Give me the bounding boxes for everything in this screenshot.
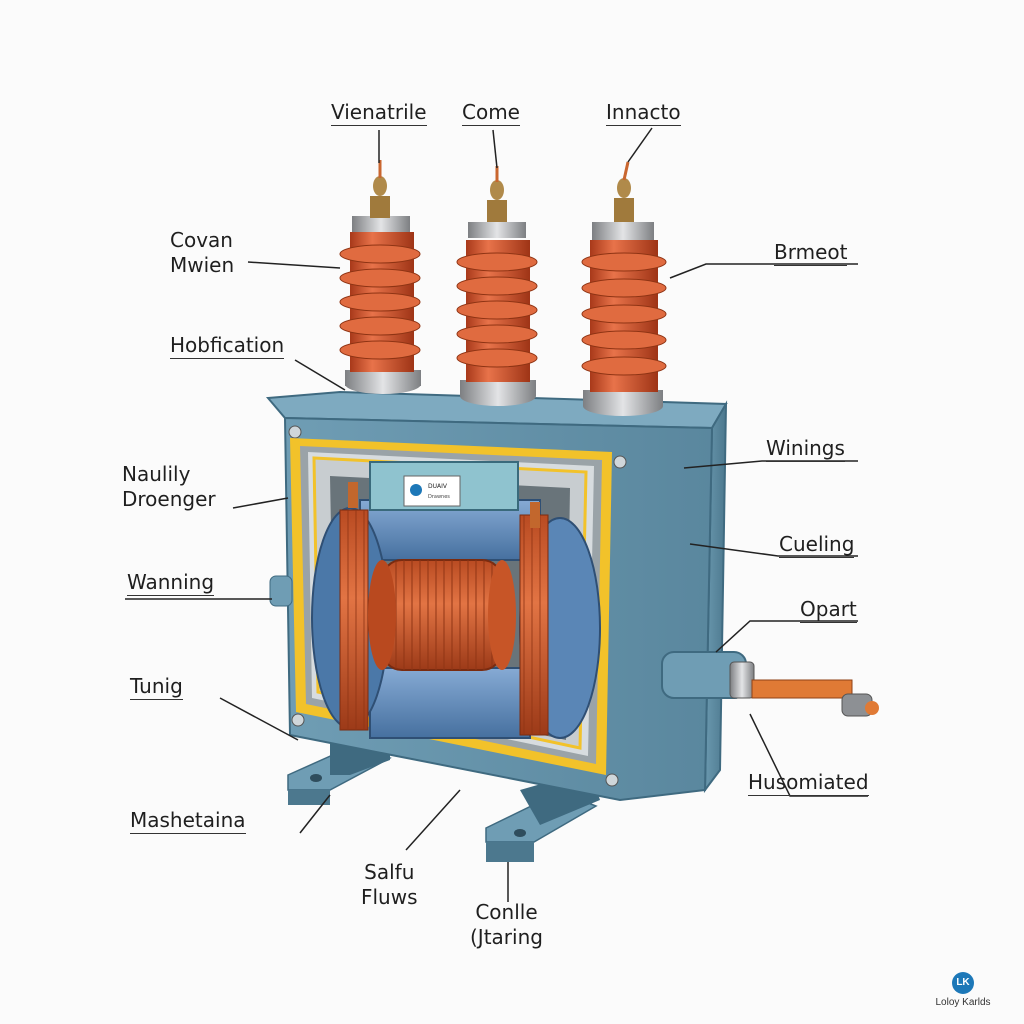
label-cueling: Cueling: [779, 532, 855, 558]
label-naulily-droenger: Naulily Droenger: [122, 462, 234, 512]
nameplate-logo-icon: [410, 484, 422, 496]
label-covan-mwien: Covan Mwien: [170, 228, 234, 278]
bushing-middle: [456, 166, 538, 406]
label-hobfication: Hobfication: [170, 333, 285, 359]
label-winings: Winings: [766, 436, 845, 462]
label-innacto: Innacto: [606, 100, 681, 126]
label-covan-line1: Covan: [170, 228, 233, 252]
logo-circle-icon: LK: [952, 972, 974, 994]
label-conlle-line1: Conlle: [475, 900, 538, 924]
watermark-text: Loloy Karlds: [935, 997, 991, 1008]
label-salfu-line1: Salfu: [364, 860, 415, 884]
bushing-right: [581, 161, 667, 416]
nameplate-line1: DUAIV: [428, 483, 448, 490]
left-port: [269, 575, 293, 607]
bushing-left: [339, 160, 421, 394]
label-vienatrile: Vienatrile: [331, 100, 427, 126]
label-salfu-line2: Fluws: [361, 885, 418, 909]
core-and-windings: [311, 482, 601, 739]
leader-lines: [125, 127, 868, 902]
label-opart: Opart: [800, 597, 857, 623]
nameplate-line2: Drawnes: [428, 494, 450, 500]
label-wanning: Wanning: [127, 570, 215, 596]
label-mashetaina: Mashetaina: [130, 808, 246, 834]
label-naulily-line2: Droenger: [122, 487, 216, 511]
label-conlle-jtaring: Conlle (Jtaring: [470, 900, 543, 950]
output-shaft: [661, 651, 879, 717]
label-salfu-fluws: Salfu Fluws: [361, 860, 418, 910]
label-husomiated: Husomiated: [748, 770, 869, 796]
label-conlle-line2: (Jtaring: [470, 925, 543, 949]
label-come: Come: [462, 100, 520, 126]
label-covan-line2: Mwien: [170, 253, 235, 277]
label-naulily-line1: Naulily: [122, 462, 191, 486]
watermark-logo: LK Loloy Karlds: [924, 972, 1002, 1008]
label-tunig: Tunig: [130, 674, 183, 700]
nameplate: DUAIV Drawnes: [369, 461, 519, 511]
label-brmeot: Brmeot: [774, 240, 848, 266]
